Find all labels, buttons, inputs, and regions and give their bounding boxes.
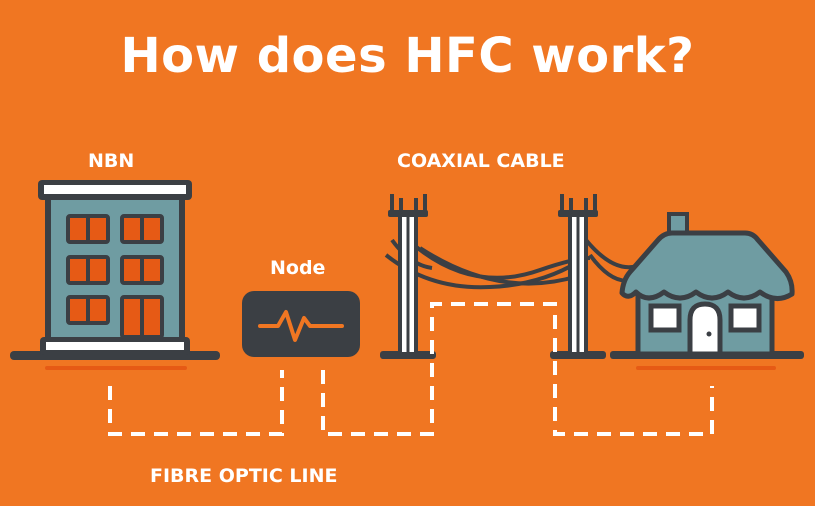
fibre-optic-path <box>108 302 714 436</box>
house-icon <box>610 212 804 359</box>
house-ground-shadow <box>636 366 776 370</box>
nbn-label: NBN <box>88 150 135 172</box>
node-icon <box>242 291 360 357</box>
building-icon <box>10 180 220 360</box>
coaxial-cable-lines <box>384 238 641 290</box>
node-label: Node <box>270 257 326 279</box>
page-title: How does HFC work? <box>120 28 695 84</box>
utility-pole-icon <box>550 194 606 359</box>
fibre-optic-line-label: FIBRE OPTIC LINE <box>150 465 338 487</box>
building-ground-shadow <box>45 366 187 370</box>
coaxial-cable-label: COAXIAL CABLE <box>397 150 565 172</box>
utility-pole-icon <box>380 194 436 359</box>
pulse-icon <box>258 310 344 342</box>
